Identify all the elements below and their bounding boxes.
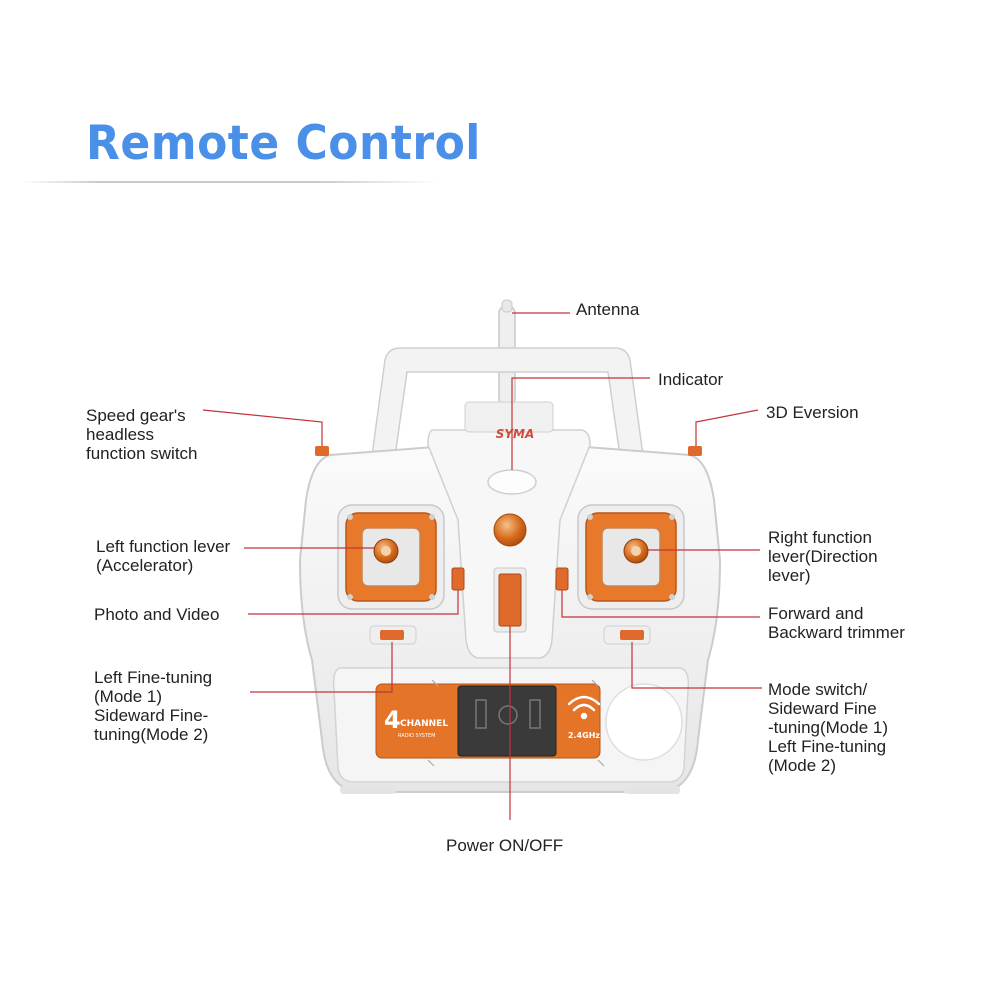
leader-lines [202, 312, 762, 820]
leader-photo-video [248, 590, 459, 615]
right-function-lever[interactable] [577, 504, 685, 610]
label-indicator: Indicator [658, 370, 724, 389]
title-underline [20, 181, 440, 183]
label-antenna: Antenna [576, 300, 640, 319]
mode-switch-dial[interactable] [605, 683, 683, 761]
lcd-screen [457, 685, 557, 757]
power-switch[interactable] [498, 573, 522, 627]
leader-left-fine [250, 642, 393, 693]
leader-3d-eversion [695, 409, 759, 446]
right-foot [624, 786, 680, 794]
label-power: Power ON/OFF [446, 836, 564, 855]
label-speed-gear: Speed gear's headless function switch [86, 406, 198, 463]
left-fine-tuning-trimmer[interactable] [380, 630, 404, 640]
radio-system-text: RADIO SYSTEM [398, 733, 435, 739]
brand-logo: SYMA [496, 427, 535, 441]
label-fwd-back-trimmer: Forward and Backward trimmer [768, 604, 905, 642]
indicator-light [487, 469, 537, 495]
photo-video-button[interactable] [451, 567, 465, 591]
leader-speed-gear [202, 409, 323, 446]
leader-mode-switch [631, 642, 762, 689]
label-3d-eversion: 3D Eversion [766, 403, 859, 422]
channel-number: 4 [384, 706, 401, 734]
label-left-lever: Left function lever (Accelerator) [96, 537, 231, 575]
channel-word: CHANNEL [400, 719, 448, 729]
wifi-icon [567, 695, 601, 720]
label-mode-switch: Mode switch/ Sideward Fine -tuning(Mode … [768, 680, 889, 775]
eversion-3d-button[interactable] [688, 446, 702, 456]
label-right-lever: Right function lever(Direction lever) [768, 528, 878, 585]
leader-indicator [511, 377, 650, 470]
center-button[interactable] [493, 513, 527, 547]
leader-fwd-back [561, 590, 760, 618]
lcd-segments [475, 699, 541, 729]
top-cap [464, 401, 554, 433]
left-function-lever[interactable] [337, 504, 445, 610]
mode-switch-trimmer[interactable] [620, 630, 644, 640]
page-title: Remote Control [86, 116, 481, 172]
label-left-fine-tuning: Left Fine-tuning (Mode 1) Sideward Fine-… [94, 668, 213, 744]
forward-backward-trimmer[interactable] [555, 567, 569, 591]
frequency-label: 2.4GHz [568, 731, 600, 740]
label-photo-video: Photo and Video [94, 605, 220, 624]
panel-screws [427, 679, 605, 767]
speed-gear-switch[interactable] [315, 446, 329, 456]
left-foot [340, 786, 396, 794]
